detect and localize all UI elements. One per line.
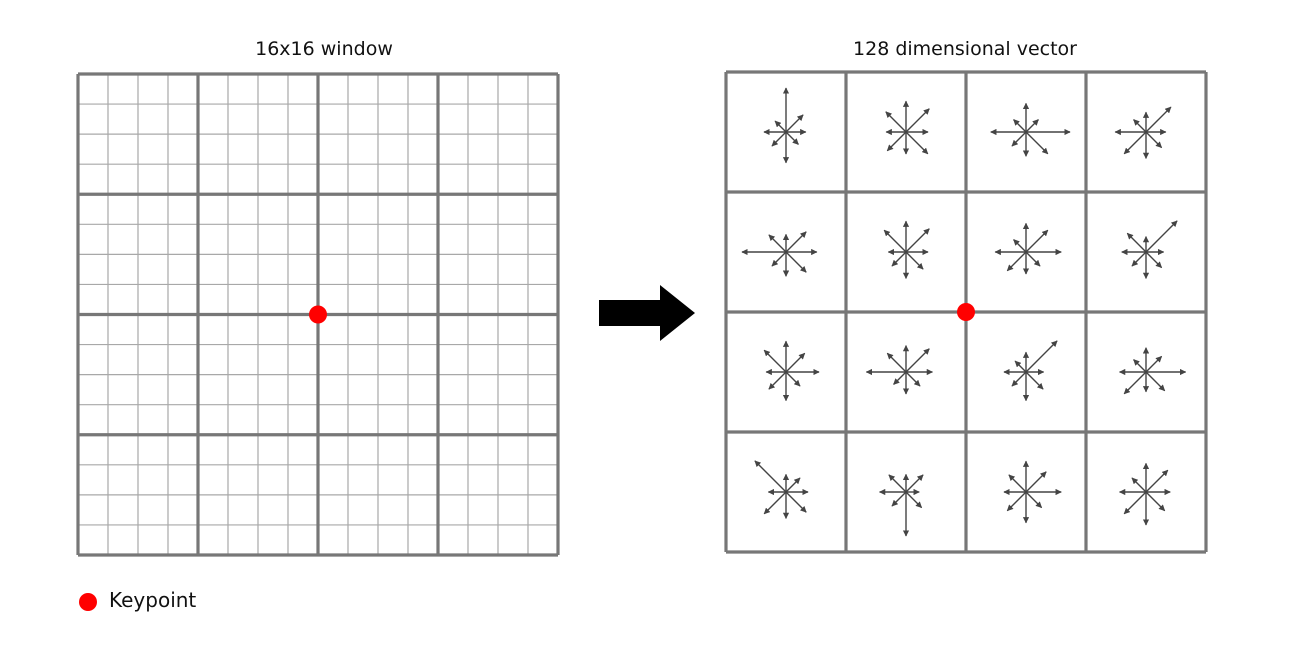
orientation-arrow	[1006, 491, 1027, 512]
orientation-arrow	[1013, 239, 1027, 253]
orientation-arrow	[1131, 477, 1147, 493]
orientation-arrow	[785, 491, 807, 513]
orientation-arrow	[883, 229, 907, 253]
orientation-arrow	[763, 491, 787, 515]
orientation-arrow	[1025, 340, 1058, 373]
orientation-arrow	[905, 251, 924, 270]
orientation-arrow	[1025, 371, 1044, 390]
histogram-cell	[1003, 460, 1062, 524]
orientation-arrow	[1123, 491, 1147, 515]
histogram-cell	[1114, 106, 1172, 160]
orientation-arrow	[905, 228, 930, 253]
orientation-arrow	[905, 348, 930, 373]
orientation-arrow	[888, 474, 907, 493]
orientation-arrow	[785, 352, 806, 373]
arrow-shape	[599, 285, 695, 341]
orientation-arrow	[774, 120, 787, 133]
orientation-arrow	[905, 491, 923, 509]
orientation-histograms	[741, 87, 1187, 537]
orientation-arrow	[1145, 220, 1178, 253]
orientation-arrow	[905, 371, 921, 387]
histogram-cell	[1118, 462, 1171, 526]
orientation-arrow	[768, 234, 787, 253]
orientation-arrow	[785, 114, 804, 133]
histogram-cell	[990, 102, 1071, 157]
orientation-arrow	[1131, 251, 1147, 267]
keypoint-dot	[79, 593, 97, 611]
legend-keypoint-icon	[79, 593, 97, 611]
keypoint-dot	[309, 305, 327, 324]
orientation-arrow	[1025, 251, 1041, 267]
histogram-cell	[883, 220, 930, 280]
orientation-arrow	[771, 131, 787, 147]
transform-arrow-icon	[599, 285, 695, 341]
histogram-cell	[994, 222, 1062, 275]
orientation-arrow	[1123, 371, 1147, 395]
orientation-arrow	[768, 371, 787, 390]
orientation-arrow	[1145, 371, 1166, 392]
keypoint-dot	[957, 303, 975, 321]
orientation-arrow	[1025, 229, 1049, 253]
legend-label: Keypoint	[109, 588, 197, 612]
orientation-arrow	[785, 251, 807, 273]
histogram-cell	[885, 100, 930, 155]
orientation-arrow	[905, 131, 929, 155]
orientation-arrow	[1008, 474, 1027, 493]
orientation-arrow	[1145, 251, 1163, 269]
orientation-arrow	[785, 371, 801, 387]
histogram-cell	[741, 231, 818, 277]
orientation-arrow	[1133, 359, 1147, 373]
histogram-cell	[1003, 340, 1058, 402]
window-grid-16x16	[76, 72, 560, 557]
histogram-cell	[1121, 220, 1178, 280]
orientation-arrow	[1145, 491, 1166, 512]
histogram-cell	[865, 344, 934, 395]
orientation-arrow	[785, 477, 801, 493]
orientation-arrow	[905, 474, 924, 493]
orientation-arrow	[893, 371, 907, 385]
keypoint-marker-right	[957, 303, 975, 321]
keypoint-marker-left	[309, 305, 327, 324]
orientation-arrow	[785, 131, 799, 145]
orientation-arrow	[1145, 469, 1169, 493]
orientation-arrow	[885, 111, 907, 133]
orientation-arrow	[785, 231, 807, 253]
histogram-cell	[1118, 347, 1187, 395]
orientation-arrow	[886, 352, 907, 373]
orientation-arrow	[1025, 119, 1039, 133]
histogram-cell	[763, 340, 820, 402]
orientation-arrow	[1025, 131, 1049, 155]
right-panel-title: 128 dimensional vector	[853, 38, 1077, 60]
orientation-arrow	[1014, 360, 1027, 373]
orientation-arrow	[1145, 131, 1163, 149]
orientation-arrow	[1145, 355, 1163, 373]
orientation-arrow	[771, 251, 787, 267]
orientation-arrow	[1025, 471, 1047, 493]
orientation-arrow	[891, 251, 907, 267]
orientation-arrow	[1145, 106, 1172, 133]
orientation-arrow	[1006, 251, 1027, 272]
orientation-arrow	[1011, 371, 1027, 387]
orientation-arrow	[1013, 119, 1027, 133]
orientation-arrow	[754, 460, 787, 493]
histogram-cell	[763, 87, 807, 164]
orientation-arrow	[891, 491, 907, 507]
orientation-arrow	[1126, 232, 1147, 253]
orientation-arrow	[1133, 119, 1147, 133]
histogram-cell	[878, 473, 924, 537]
orientation-arrow	[763, 349, 787, 373]
orientation-arrow	[905, 108, 930, 133]
orientation-arrow	[886, 131, 907, 152]
left-panel-title: 16x16 window	[255, 38, 393, 60]
orientation-arrow	[1025, 491, 1043, 509]
histogram-cell	[754, 460, 809, 520]
orientation-arrow	[1011, 131, 1027, 147]
orientation-arrow	[1123, 131, 1147, 155]
descriptor-grid-4x4	[724, 70, 1208, 554]
